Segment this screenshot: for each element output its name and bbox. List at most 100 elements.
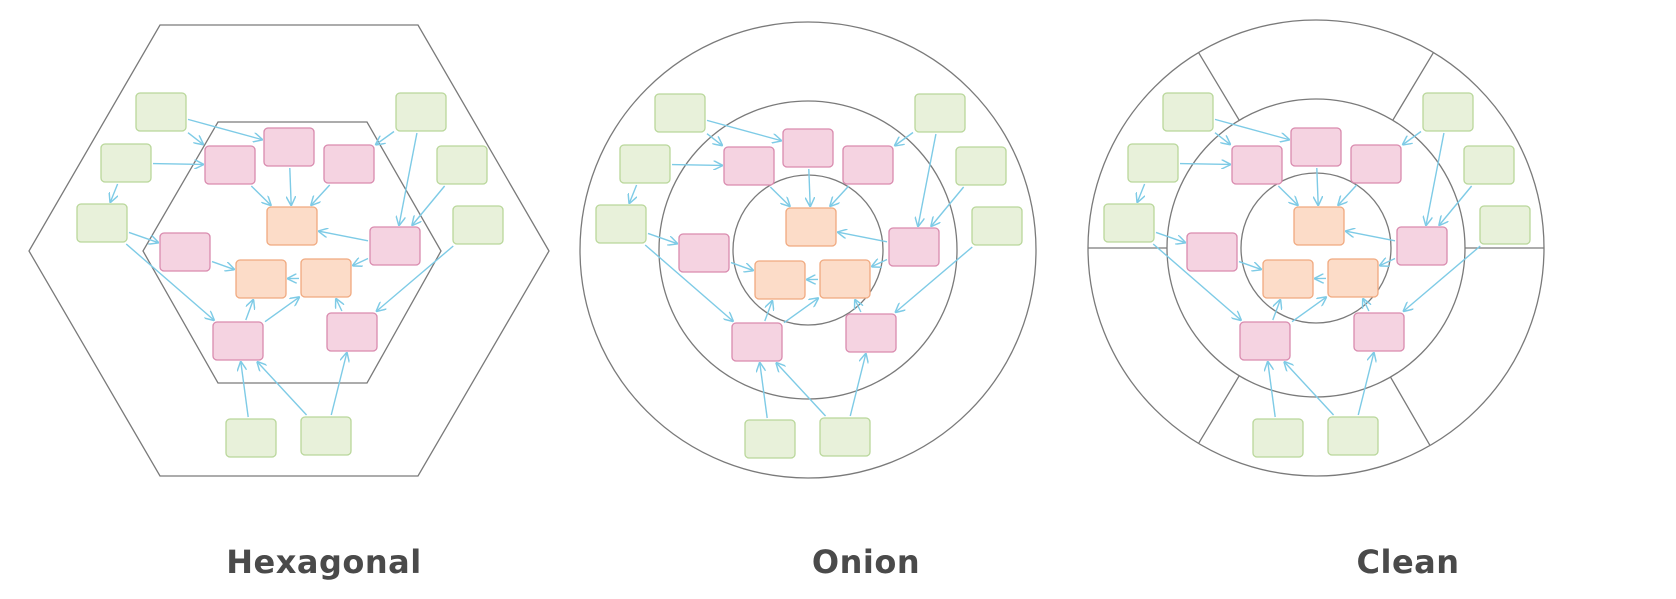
dependency-arrow: [1426, 132, 1445, 225]
onion-label: Onion: [811, 543, 921, 581]
inner-ring: [1240, 172, 1392, 324]
dependency-arrow: [1363, 299, 1369, 312]
dependency-arrow: [671, 165, 722, 166]
dependency-arrow: [783, 298, 818, 324]
outer-box: [452, 205, 504, 245]
inner-hexagon: [142, 121, 442, 384]
dependency-arrow: [245, 300, 253, 321]
dependency-arrow: [1277, 185, 1297, 205]
dependency-arrow: [1284, 362, 1335, 416]
outer-box: [744, 419, 796, 459]
middle-box: [1353, 312, 1405, 352]
dependency-arrow: [764, 301, 772, 322]
dependency-arrow: [1272, 300, 1280, 321]
core-box: [1327, 258, 1379, 298]
outer-box: [1422, 92, 1474, 132]
dependency-arrow: [241, 362, 249, 418]
arrows: [1137, 118, 1481, 418]
dependency-arrow: [125, 243, 214, 320]
dependency-arrow: [1268, 362, 1276, 418]
dependency-arrow: [290, 167, 291, 205]
core-box: [1262, 259, 1314, 299]
dependency-arrow: [250, 185, 270, 205]
dependency-arrow: [1179, 164, 1230, 165]
core-box: [1293, 206, 1345, 246]
inner-ring: [732, 174, 884, 326]
middle-box: [888, 227, 940, 267]
dependency-arrow: [1380, 259, 1396, 266]
dependency-arrow: [211, 260, 234, 270]
outer-box: [1103, 203, 1155, 243]
dependency-arrow: [187, 132, 203, 145]
dependency-arrow: [629, 184, 638, 203]
outer-box: [225, 418, 277, 458]
dependency-arrow: [319, 231, 369, 242]
dependency-arrow: [1439, 185, 1473, 225]
arrows: [629, 119, 973, 419]
dependency-arrow: [769, 186, 789, 206]
middle-box: [204, 145, 256, 185]
dependency-arrow: [1291, 297, 1326, 323]
dependency-arrow: [895, 131, 914, 146]
middle-box: [782, 128, 834, 168]
dependency-arrow: [399, 132, 418, 225]
dependency-arrow: [1152, 243, 1241, 320]
dependency-arrow: [809, 168, 810, 206]
dependency-arrow: [187, 118, 262, 139]
dependency-arrow: [849, 354, 866, 417]
middle-box: [1186, 232, 1238, 272]
dependency-arrow: [644, 244, 733, 321]
outer-box: [971, 206, 1023, 246]
outer-box: [76, 203, 128, 243]
middle-box: [1350, 144, 1402, 184]
dependency-arrow: [257, 362, 308, 416]
dependency-arrow: [706, 119, 781, 140]
dependency-arrow: [647, 232, 677, 243]
ring-divider: [1198, 375, 1240, 444]
middle-box: [723, 146, 775, 186]
outer-box: [300, 416, 352, 456]
dependency-arrow: [152, 164, 203, 165]
outer-box: [955, 146, 1007, 186]
outer-box: [1127, 143, 1179, 183]
core-box: [235, 259, 287, 299]
middle-box: [263, 127, 315, 167]
dependency-arrow: [330, 353, 347, 416]
middle-box: [731, 322, 783, 362]
middle-box: [369, 226, 421, 266]
outer-box: [1479, 205, 1531, 245]
middle-box: [842, 145, 894, 185]
dependency-arrow: [110, 183, 119, 202]
dependency-arrow: [838, 232, 888, 243]
dependency-arrow: [1137, 183, 1146, 202]
outer-box: [1327, 416, 1379, 456]
dependency-arrow: [1338, 184, 1358, 205]
dependency-arrow: [1346, 231, 1396, 242]
outer-box: [436, 145, 488, 185]
outer-box: [595, 204, 647, 244]
clean-label: Clean: [1356, 543, 1460, 581]
core-box: [300, 258, 352, 298]
middle-ring: [658, 100, 958, 400]
core-box: [266, 206, 318, 246]
core-box: [754, 260, 806, 300]
dependency-arrow: [1238, 260, 1261, 270]
outer-hexagon: [28, 24, 550, 477]
dependency-arrow: [855, 300, 861, 313]
dependency-arrow: [931, 186, 965, 226]
dependency-arrow: [760, 363, 768, 419]
core-box: [785, 207, 837, 247]
dependency-arrow: [412, 185, 446, 225]
middle-box: [1396, 226, 1448, 266]
outer-box: [654, 93, 706, 133]
dependency-arrow: [264, 297, 299, 323]
outer-box: [1162, 92, 1214, 132]
hexagonal-diagram: [28, 24, 550, 477]
middle-box: [159, 232, 211, 272]
dependency-arrow: [336, 299, 342, 312]
dependency-arrow: [1317, 167, 1318, 205]
onion-diagram: [579, 21, 1037, 479]
outer-box: [135, 92, 187, 132]
ring-divider: [1389, 376, 1431, 446]
